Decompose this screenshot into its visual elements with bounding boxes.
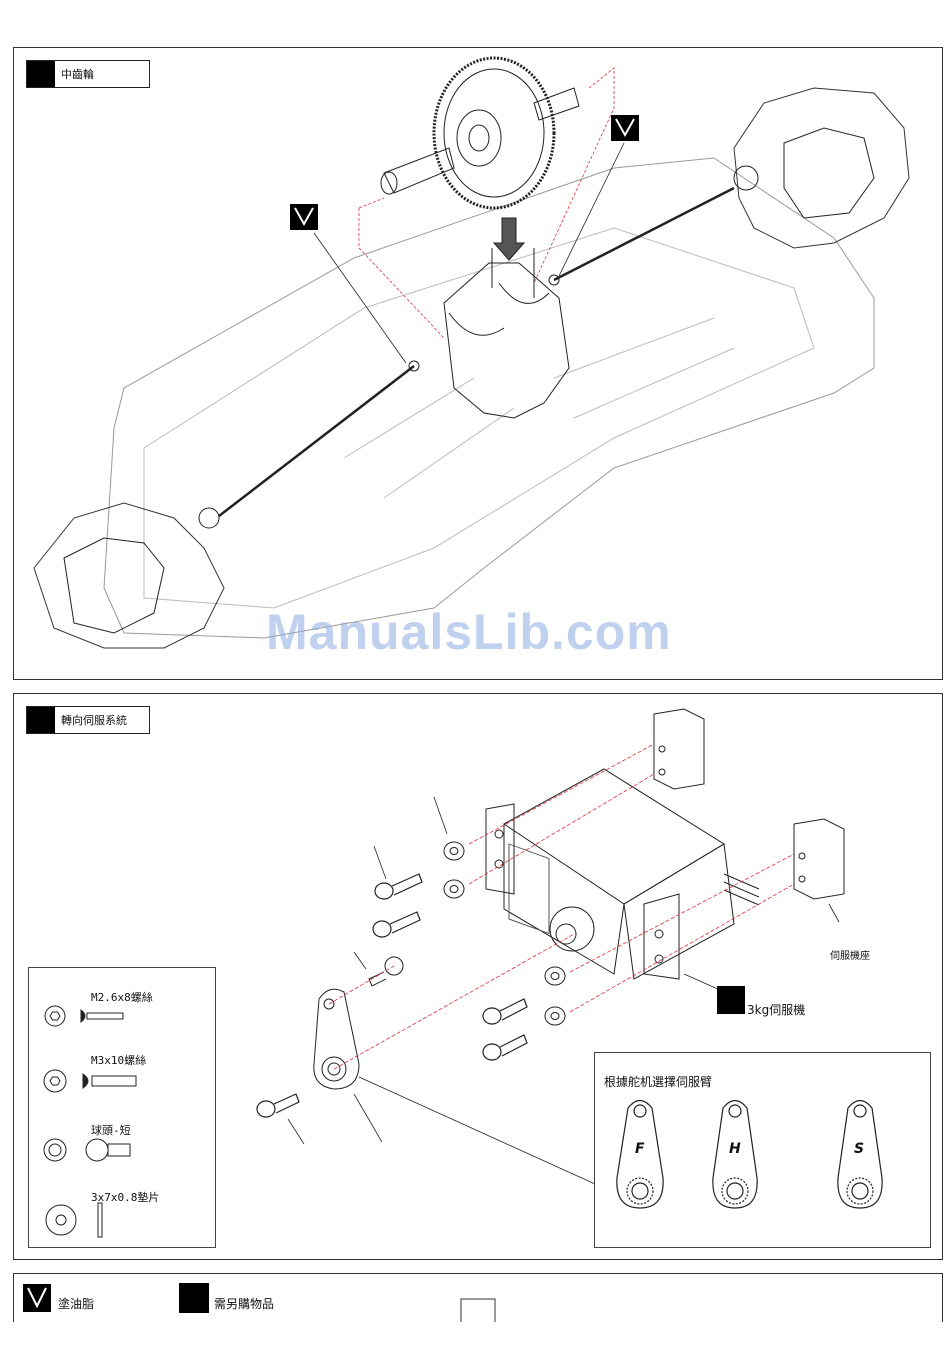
legend-buy-separately: 需另購物品 <box>214 1295 274 1312</box>
buy-separately-icon <box>717 986 745 1014</box>
legend-icons <box>14 1274 942 1322</box>
step2-panel: 轉向伺服系統 <box>13 693 943 1260</box>
part-label-washer: 3x7x0.8墊片 <box>91 1189 159 1205</box>
legend-grease: 塗油脂 <box>58 1295 94 1312</box>
part-label-m3x10-screw: M3x10螺絲 <box>91 1052 146 1068</box>
part-label-m2-6x8-screw: M2.6x8螺絲 <box>91 989 153 1005</box>
part-label-ball-stud-short: 球頭-短 <box>91 1122 131 1138</box>
servo-arm-letter-h: H <box>729 1141 741 1157</box>
grease-icon <box>290 204 318 230</box>
chassis-assembly-drawing <box>14 48 942 679</box>
parts-icons <box>29 968 215 1247</box>
servo-arm-options <box>595 1053 930 1247</box>
buy-separately-icon <box>179 1283 209 1313</box>
grease-icon <box>23 1284 51 1312</box>
legend-panel: 塗油脂 需另購物品 <box>13 1273 943 1322</box>
servo-callout: 3kg伺服機 <box>747 1001 805 1018</box>
servo-arm-selection: 根據舵机選擇伺服臂 F H S <box>594 1052 931 1248</box>
servo-arm-letter-f: F <box>635 1141 645 1157</box>
parts-list: M2.6x8螺絲 M3x10螺絲 球頭-短 3x7x0.8墊片 <box>28 967 216 1248</box>
servo-arm-letter-s: S <box>854 1141 864 1157</box>
grease-icon <box>611 115 639 141</box>
servo-mount-callout: 伺服機座 <box>830 947 870 962</box>
step1-panel: 中齒輪 <box>13 47 943 680</box>
watermark: ManualsLib.com <box>266 603 672 661</box>
